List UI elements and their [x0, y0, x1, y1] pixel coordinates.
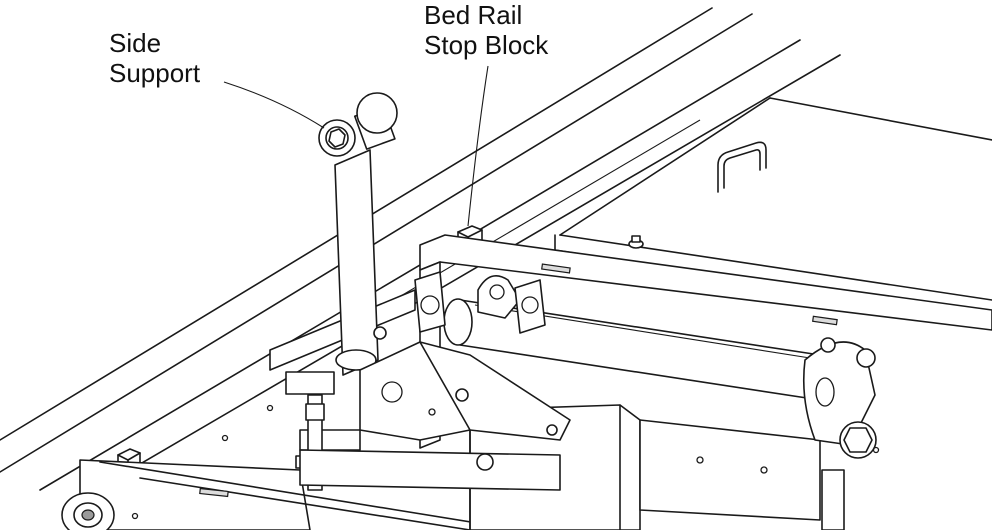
- bed-rail-label-line2: Stop Block: [424, 30, 549, 60]
- bed-rail-stop-block-callout: Bed Rail Stop Block: [424, 0, 548, 60]
- side-support-label-line1: Side: [109, 28, 162, 58]
- cover-handle: [717, 141, 767, 193]
- cover-bolt: [628, 235, 644, 249]
- channel-strips: [199, 263, 838, 498]
- caster-wheel: [61, 492, 115, 530]
- side-support-callout: Side Support: [109, 28, 200, 88]
- callout-leaders: [223, 65, 489, 227]
- side-support-label-line2: Support: [109, 58, 201, 88]
- side-support-assembly: [285, 92, 571, 491]
- cylinder-left-clevis: [414, 271, 546, 334]
- bed-rail-label-line1: Bed Rail: [424, 0, 523, 30]
- cylinder-right-clevis: [803, 337, 877, 530]
